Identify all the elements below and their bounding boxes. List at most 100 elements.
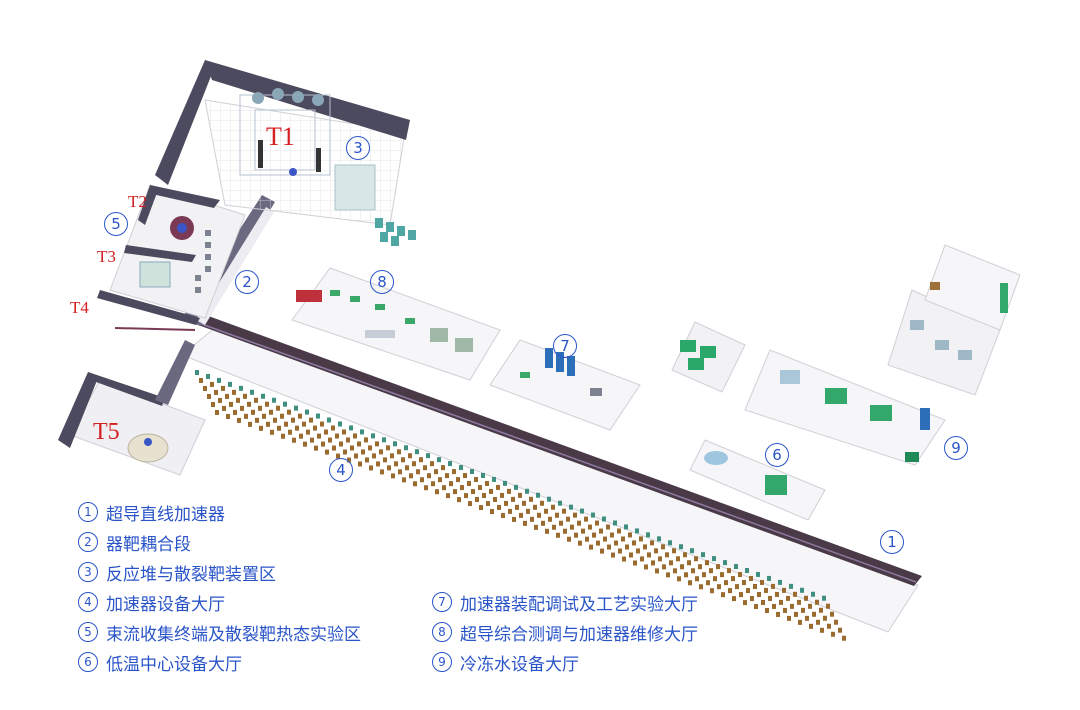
cryomodule: [283, 401, 287, 407]
legend-text: 低温中心设备大厅: [106, 654, 242, 675]
cryomodule: [559, 520, 563, 526]
cryomodule: [570, 524, 574, 530]
cryomodule: [562, 508, 566, 514]
cryomodule: [328, 437, 332, 443]
cryomodule: [525, 488, 529, 494]
cryomodule: [372, 453, 376, 459]
cryomodule: [501, 512, 505, 518]
cryomodule: [248, 421, 252, 427]
cryomodule: [745, 568, 749, 573]
cryomodule: [662, 564, 666, 570]
cryomodule: [826, 603, 830, 609]
t5-dump-vessel: [127, 433, 169, 463]
cryomodule: [815, 599, 819, 605]
cryomodule: [485, 480, 489, 486]
cryomodule: [701, 552, 705, 558]
cryomodule: [277, 425, 281, 431]
cryomodule: [610, 532, 614, 538]
cryomodule: [666, 572, 670, 578]
cryomodule: [206, 373, 210, 379]
cryomodule: [581, 528, 585, 534]
legend-text: 反应堆与散裂靶装置区: [106, 564, 276, 585]
cryomodule: [624, 524, 628, 530]
legend-number: 8: [432, 622, 452, 642]
cryomodule: [651, 560, 655, 566]
cryomodule: [210, 381, 214, 387]
cryomodule: [647, 552, 651, 558]
cryomodule: [195, 370, 199, 375]
cryomodule: [393, 441, 397, 447]
cryomodule: [515, 504, 519, 510]
cryomodule: [233, 409, 237, 415]
cryomodule: [798, 619, 802, 625]
cryomodule: [728, 588, 732, 594]
cryomodule: [606, 524, 610, 530]
cryomodule: [237, 417, 241, 423]
cryomodule: [243, 393, 247, 399]
cryomodule: [419, 457, 423, 463]
hall-label-t1: T1: [266, 122, 295, 151]
cryomodule: [797, 599, 801, 605]
cryomodule: [563, 528, 567, 534]
cryomodule: [690, 548, 694, 554]
cryomodule: [302, 421, 306, 427]
cryomodule: [441, 465, 445, 471]
cryomodule: [679, 544, 683, 550]
t4-beamline: [114, 327, 196, 331]
cryomodule: [650, 540, 654, 546]
area-marker-2: 2: [235, 270, 259, 294]
cryomodule: [523, 520, 527, 526]
cryomodule: [724, 580, 728, 586]
cryomodule: [317, 433, 321, 439]
cryomodule: [347, 457, 351, 463]
cryomodule: [584, 516, 588, 522]
cryomodule: [448, 461, 452, 467]
legend-number: 6: [78, 652, 98, 672]
cryomodule: [353, 433, 357, 439]
legend-item-6: 6 低温中心设备大厅: [78, 647, 361, 677]
cryomodule: [680, 564, 684, 570]
cryomodule: [459, 465, 463, 471]
cryomodule: [294, 405, 298, 411]
cryomodule: [236, 397, 240, 403]
cryomodule: [699, 584, 703, 590]
t2-t3-racks: [195, 230, 211, 293]
cryomodule: [222, 405, 226, 411]
cryomodule: [834, 619, 838, 625]
cryomodule: [534, 524, 538, 530]
cryomodule: [655, 568, 659, 574]
cryomodule: [239, 385, 243, 391]
cryomodule: [368, 445, 372, 451]
cryomodule: [735, 584, 739, 590]
legend-text: 超导综合测调与加速器维修大厅: [460, 624, 698, 645]
cryomodule: [712, 556, 716, 562]
cryomodule: [622, 556, 626, 562]
cryomodule: [801, 607, 805, 613]
cryomodule: [276, 405, 280, 411]
cryomodule: [544, 508, 548, 514]
cryomodule: [497, 504, 501, 510]
cryomodule: [415, 449, 419, 455]
legend-number: 5: [78, 622, 98, 642]
cryomodule: [633, 560, 637, 566]
cryomodule: [273, 417, 277, 423]
cryomodule: [599, 528, 603, 534]
legend-text: 加速器装配调试及工艺实验大厅: [460, 594, 698, 615]
cryomodule: [507, 488, 511, 494]
cryomodule: [545, 528, 549, 534]
hall-6-green-units: [765, 475, 787, 495]
cryomodule: [445, 473, 449, 479]
cryomodule: [503, 480, 507, 486]
cryomodule: [698, 564, 702, 570]
area-marker-8: 8: [370, 270, 394, 294]
cryomodule: [577, 520, 581, 526]
area-marker-6: 6: [765, 443, 789, 467]
cryomodule: [474, 477, 478, 482]
cryomodule: [364, 437, 368, 443]
cryomodule: [270, 429, 274, 435]
cryomodule: [214, 389, 218, 395]
cryomodule: [592, 532, 596, 538]
legend-text: 冷冻水设备大厅: [460, 654, 579, 675]
cryomodule: [547, 496, 551, 502]
